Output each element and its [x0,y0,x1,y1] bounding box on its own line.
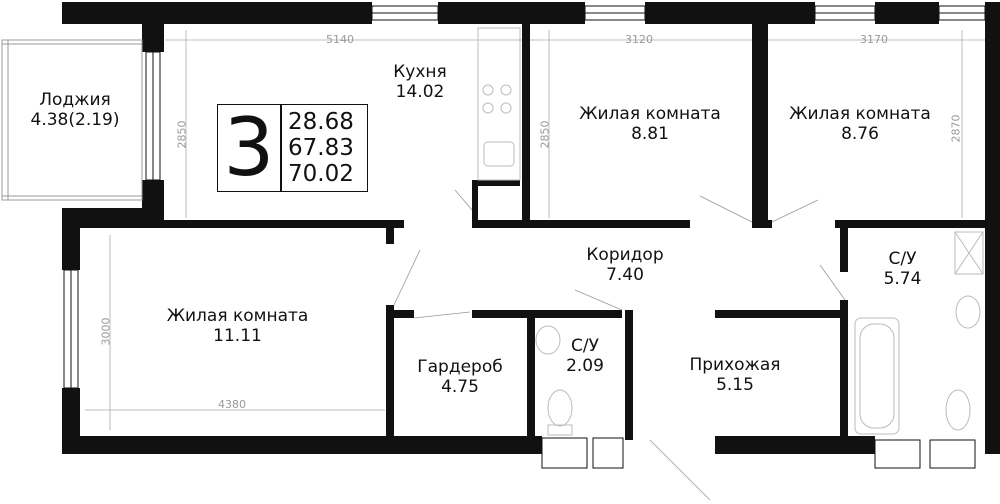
dim-bedroom-1-depth: 2850 [538,120,552,149]
room-name: С/У [888,249,917,269]
room-name: Коридор [586,245,664,265]
room-label-kitchen: Кухня 14.02 [360,62,480,103]
room-area: 8.76 [841,124,879,145]
room-area: 5.15 [716,375,754,396]
room-label-hallway: Прихожая 5.15 [675,355,795,396]
room-name: Жилая комната [166,306,309,326]
room-area: 11.11 [213,326,262,347]
room-area: 4.38(2.19) [30,110,120,131]
dim-bedroom-2-width: 3170 [860,33,888,46]
room-area: 2.09 [566,356,604,377]
room-label-bedroom-2: Жилая комната 8.76 [770,104,950,145]
loggia-outline [1,39,143,201]
room-name: Кухня [393,62,447,82]
dim-living-depth: 3000 [99,317,113,346]
dim-living-width: 4380 [218,398,246,411]
room-label-bathroom-small: С/У 2.09 [555,336,615,377]
kitchen-fixtures [477,27,521,181]
room-name: Жилая комната [789,104,931,124]
room-area: 8.81 [631,124,669,145]
badge-divider [280,105,282,191]
room-name: Гардероб [417,357,503,377]
living-area: 28.68 [288,109,354,135]
dim-kitchen-width: 5140 [326,33,354,46]
room-name: Лоджия [39,90,111,110]
walls [62,2,1000,454]
room-area: 14.02 [395,82,445,103]
room-name: Прихожая [689,355,781,375]
windows [63,5,986,469]
dim-bedroom-2-depth: 2870 [949,114,963,143]
room-label-bedroom-1: Жилая комната 8.81 [560,104,740,145]
dim-kitchen-depth: 2850 [175,120,189,149]
room-label-loggia: Лоджия 4.38(2.19) [10,90,140,131]
room-name: С/У [571,336,599,356]
total-area-with-loggia: 70.02 [288,161,354,187]
room-area: 4.75 [441,377,479,398]
dimension-lines [85,30,986,430]
bathroom-fixtures [535,231,984,436]
door-swings [393,189,846,501]
total-area: 67.83 [288,135,354,161]
room-area: 7.40 [606,265,644,286]
room-label-wardrobe: Гардероб 4.75 [405,357,515,398]
unit-areas: 28.68 67.83 70.02 [288,109,354,187]
rooms-count: 3 [223,101,275,194]
dim-bedroom-1-width: 3120 [625,33,653,46]
unit-badge: 3 28.68 67.83 70.02 [217,104,368,192]
room-label-living-room: Жилая комната 11.11 [145,306,330,347]
room-label-bathroom-large: С/У 5.74 [860,249,945,290]
room-area: 5.74 [883,269,922,290]
room-label-corridor: Коридор 7.40 [570,245,680,286]
room-name: Жилая комната [579,104,721,124]
